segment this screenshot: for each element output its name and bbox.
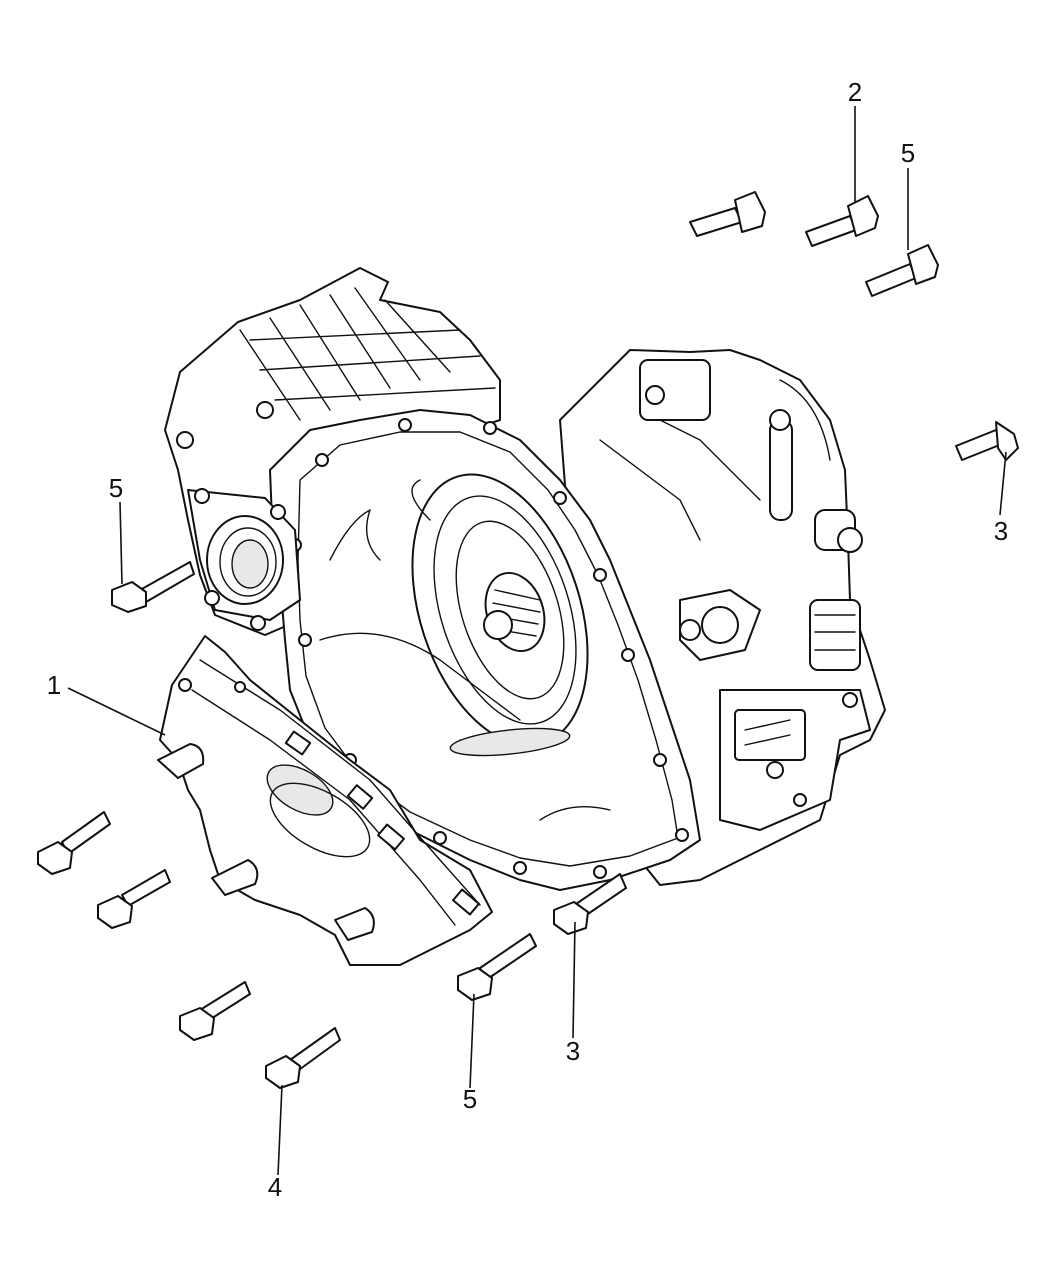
leader-lines <box>67 106 1007 1176</box>
callout-2: 2 <box>848 77 862 107</box>
callout-1: 1 <box>47 670 61 700</box>
callout-4: 4 <box>268 1172 282 1202</box>
lower-cover-plate <box>157 635 493 966</box>
callout-3-bottom: 3 <box>566 1036 580 1066</box>
callout-5-bottom: 5 <box>463 1084 477 1114</box>
callout-5-top: 5 <box>901 138 915 168</box>
transaxle-assembly <box>164 267 886 891</box>
callout-5-left: 5 <box>109 473 123 503</box>
callout-3-right: 3 <box>994 516 1008 546</box>
bolt-icon <box>37 191 1019 1089</box>
